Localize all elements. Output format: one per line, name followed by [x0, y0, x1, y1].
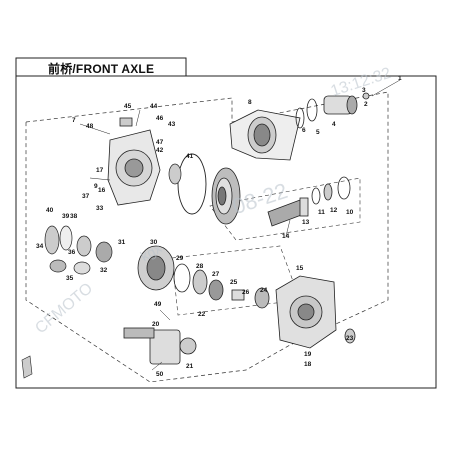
callout-23: 23	[346, 335, 354, 342]
callout-26: 26	[242, 289, 250, 296]
callout-7: 7	[72, 117, 76, 124]
large-o-ring	[177, 153, 207, 215]
callout-17: 17	[96, 167, 104, 174]
callout-21: 21	[186, 363, 194, 370]
callout-48: 48	[86, 123, 94, 130]
callout-28: 28	[196, 263, 204, 270]
callout-5: 5	[316, 129, 320, 136]
callout-39: 39	[62, 213, 70, 220]
callout-3: 3	[362, 87, 366, 94]
frame-border	[15, 57, 437, 389]
callout-40: 40	[46, 207, 54, 214]
differential-case-part	[137, 245, 175, 291]
side-gear-cluster	[44, 225, 113, 275]
callout-16: 16	[98, 187, 106, 194]
actuator-motor-part	[123, 327, 197, 365]
callout-49: 49	[154, 301, 162, 308]
callout-37: 37	[82, 193, 90, 200]
middle-bearings	[173, 263, 270, 309]
diagram-title: 前桥/FRONT AXLE	[48, 62, 155, 76]
callout-labels: 1 2 3 4 5 6 7 8 9 10 11 12 13 14 15 16 1…	[36, 75, 402, 378]
callout-43: 43	[168, 121, 176, 128]
callout-11: 11	[318, 209, 325, 216]
bearing-42	[168, 163, 182, 185]
callout-34: 34	[36, 243, 44, 250]
callout-32: 32	[100, 267, 108, 274]
callout-35: 35	[66, 275, 74, 282]
callout-47: 47	[156, 139, 164, 146]
callout-10: 10	[346, 209, 354, 216]
callout-24: 24	[260, 287, 268, 294]
callout-9: 9	[94, 183, 98, 190]
callout-42: 42	[156, 147, 164, 154]
callout-33: 33	[96, 205, 104, 212]
callout-18: 18	[304, 361, 312, 368]
callout-29: 29	[176, 255, 184, 262]
callout-4: 4	[332, 121, 336, 128]
callout-2: 2	[364, 101, 368, 108]
callout-6: 6	[302, 127, 306, 134]
callout-50: 50	[156, 371, 164, 378]
callout-45: 45	[124, 103, 132, 110]
main-housing-part	[275, 275, 356, 349]
assembly-dashed-outline	[25, 91, 389, 383]
callout-15: 15	[296, 265, 304, 272]
callout-25: 25	[230, 279, 238, 286]
cfmoto-logo-mark	[21, 355, 33, 379]
pinion-dashed-box	[209, 177, 361, 241]
callout-38: 38	[70, 213, 78, 220]
flange-housing-part	[229, 109, 301, 161]
seal-rings-top	[295, 92, 370, 129]
callout-1: 1	[398, 75, 402, 82]
ring-gear-part	[211, 167, 241, 225]
callout-41: 41	[186, 153, 194, 160]
leader-lines	[79, 79, 401, 371]
callout-30: 30	[150, 239, 158, 246]
pinion-gear-part	[267, 176, 351, 227]
callout-19: 19	[304, 351, 312, 358]
callout-14: 14	[282, 233, 290, 240]
differential-cover-part	[107, 117, 161, 206]
callout-31: 31	[118, 239, 126, 246]
callout-20: 20	[152, 321, 160, 328]
callout-36: 36	[68, 249, 76, 256]
callout-13: 13	[302, 219, 310, 226]
callout-44: 44	[150, 103, 158, 110]
bearing-dashed-box	[171, 245, 301, 316]
callout-46: 46	[156, 115, 164, 122]
callout-8: 8	[248, 99, 252, 106]
callout-12: 12	[330, 207, 338, 214]
callout-27: 27	[212, 271, 220, 278]
callout-22: 22	[198, 311, 206, 318]
